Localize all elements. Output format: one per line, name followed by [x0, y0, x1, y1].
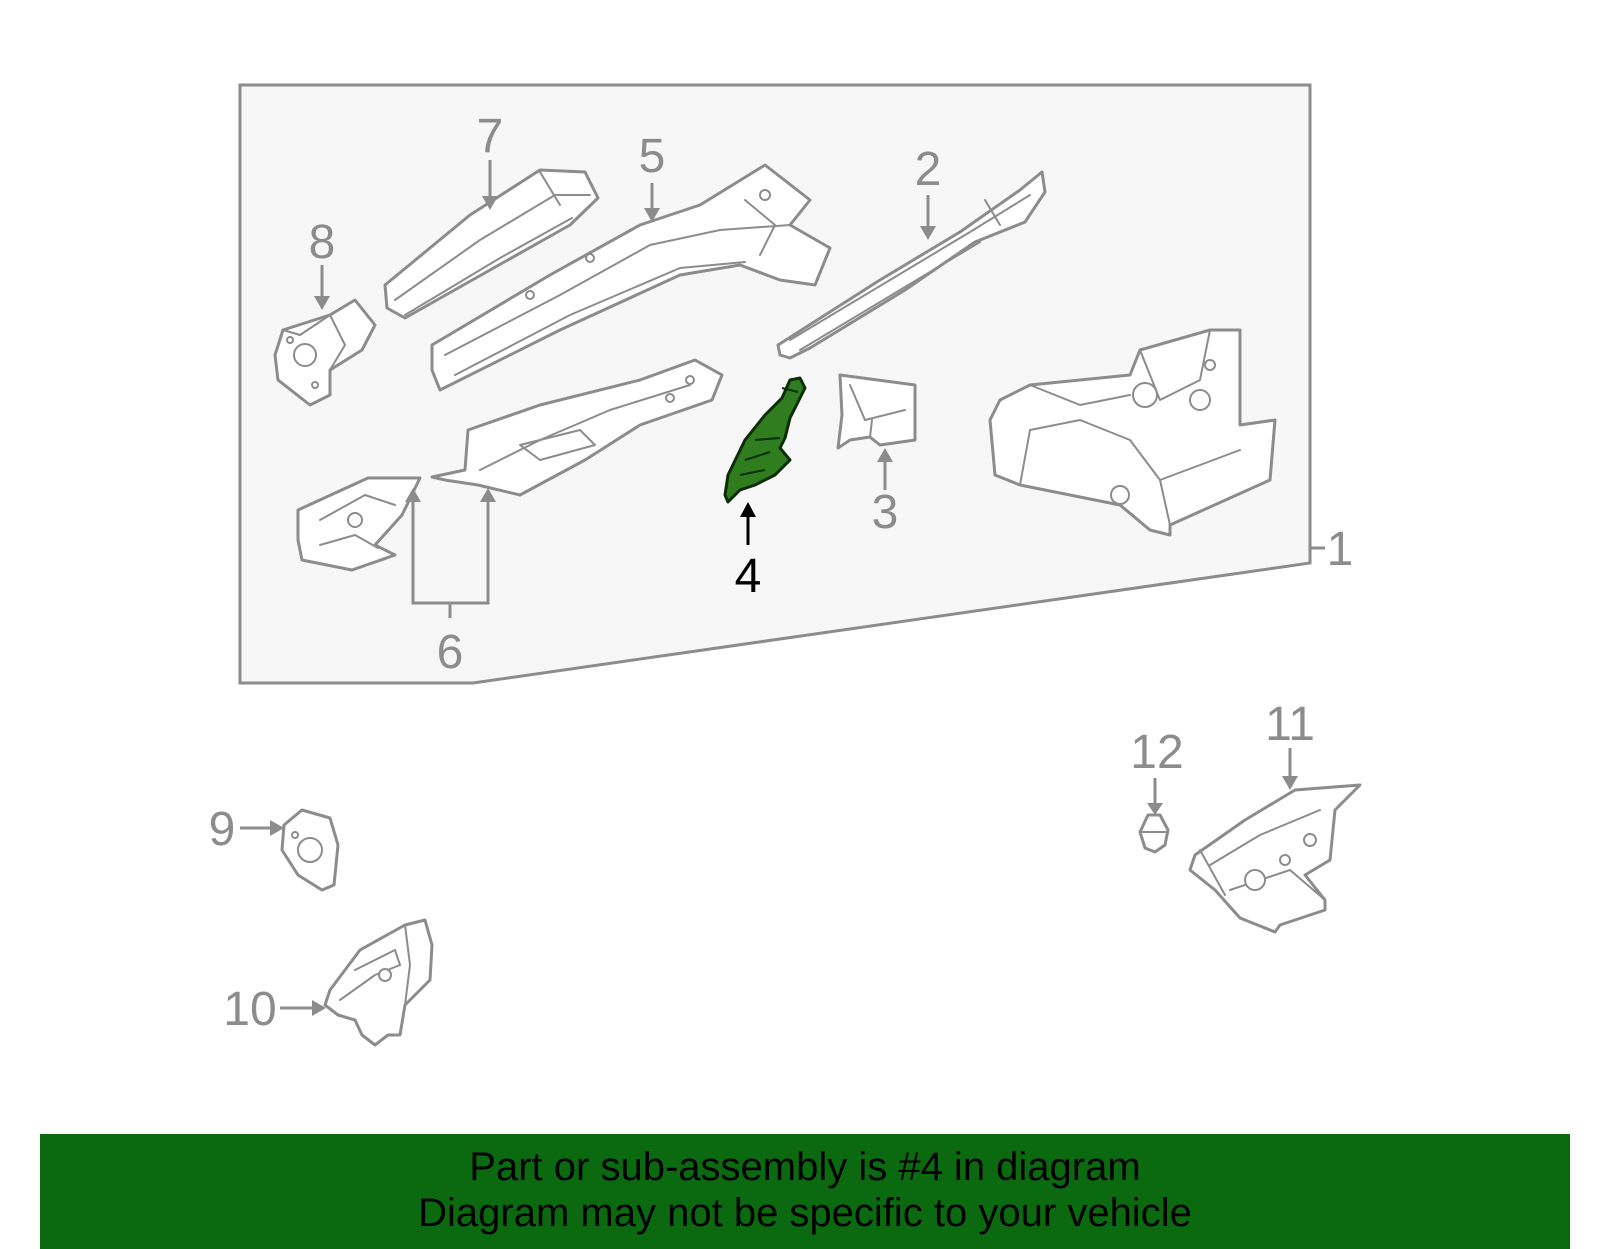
- callout-labels: 7 5 2 8 3 4 6 1 9 10 12 11: [209, 110, 1354, 1036]
- callout-1: 1: [1327, 523, 1354, 576]
- banner-line-1: Part or sub-assembly is #4 in diagram: [469, 1145, 1141, 1189]
- callout-8: 8: [309, 216, 336, 269]
- leader-lines: [240, 160, 1325, 1016]
- callout-4: 4: [735, 550, 762, 603]
- part-3[interactable]: [836, 373, 917, 450]
- part-2[interactable]: [776, 170, 1047, 360]
- callout-5: 5: [639, 130, 666, 183]
- callout-10: 10: [223, 983, 276, 1036]
- part-12[interactable]: [1138, 813, 1170, 854]
- part-4-highlighted[interactable]: [723, 376, 807, 504]
- part-1[interactable]: [988, 328, 1277, 537]
- callout-12: 12: [1130, 726, 1183, 779]
- part-5[interactable]: [430, 163, 832, 392]
- callout-7: 7: [477, 110, 504, 163]
- part-8[interactable]: [273, 298, 377, 407]
- info-banner: Part or sub-assembly is #4 in diagram Di…: [40, 1134, 1570, 1249]
- banner-line-2: Diagram may not be specific to your vehi…: [418, 1191, 1192, 1235]
- callout-11: 11: [1265, 698, 1315, 751]
- callout-3: 3: [872, 486, 899, 539]
- callout-9: 9: [209, 803, 236, 856]
- part-10[interactable]: [323, 918, 434, 1047]
- part-11[interactable]: [1188, 783, 1362, 934]
- part-9[interactable]: [280, 808, 340, 892]
- part-6[interactable]: [296, 358, 724, 572]
- part-7[interactable]: [383, 168, 600, 320]
- callout-2: 2: [915, 143, 942, 196]
- callout-6: 6: [437, 626, 464, 679]
